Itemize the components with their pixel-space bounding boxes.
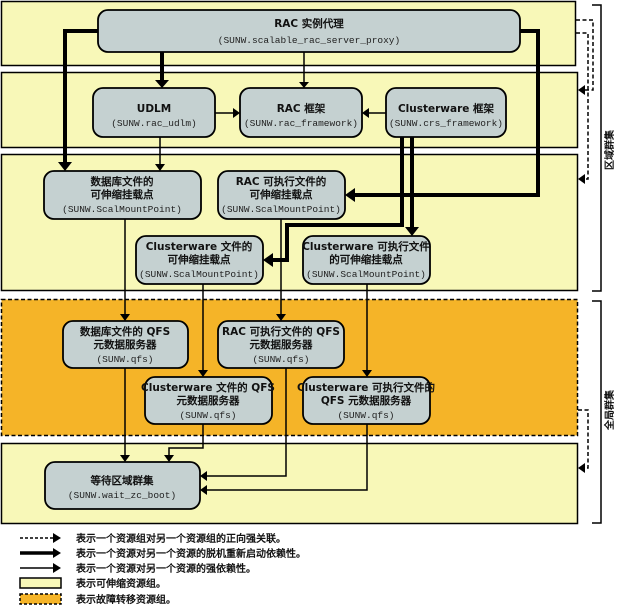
node-cw-exe-qfs-metadata-server: Clusterware 可执行文件的 QFS 元数据服务器 (SUNW.qfs) — [297, 376, 435, 425]
global-cluster-bracket — [592, 300, 602, 524]
node-type: (SUNW.rac_udlm) — [111, 118, 197, 129]
node-type: (SUNW.scalable_rac_server_proxy) — [218, 35, 400, 46]
arrowhead — [345, 188, 355, 202]
node-title-line2: 可伸缩挂载点 — [91, 188, 154, 201]
node-type: (SUNW.ScalMountPoint) — [221, 204, 341, 215]
arrowhead — [276, 314, 286, 321]
thick-arrow-crs-to-cw-smp — [273, 137, 404, 262]
arrowhead — [299, 82, 309, 88]
node-type: (SUNW.qfs) — [179, 410, 236, 421]
arrowhead — [53, 533, 61, 543]
node-type: (SUNW.qfs) — [252, 354, 309, 365]
arrowhead — [362, 108, 369, 118]
arrowhead — [233, 108, 240, 118]
zone-cluster-label: 区域群集 — [603, 129, 616, 170]
arrowhead — [200, 485, 207, 495]
node-wait-zone-cluster: 等待区域群集 (SUNW.wait_zc_boot) — [44, 461, 201, 510]
legend-item-failover-group: 表示故障转移资源组。 — [19, 593, 176, 606]
dashed-arrow-proxy-to-framework-group — [576, 19, 594, 91]
arrowhead — [53, 548, 61, 558]
legend-item-thick-arrow: 表示一个资源对另一个资源的脱机重新启动依赖性。 — [20, 547, 306, 560]
arrowhead — [58, 162, 72, 171]
legend-text: 表示故障转移资源组。 — [75, 593, 176, 606]
node-title-line1: 数据库文件的 — [90, 175, 154, 188]
node-title-line1: Clusterware 可执行文件的 — [297, 381, 435, 394]
node-title-line1: RAC 可执行文件的 — [236, 175, 327, 188]
node-title-line2: 元数据服务器 — [177, 394, 240, 407]
thin-arrow-rac-qfs-to-wait-zc — [206, 368, 287, 477]
legend-item-scalable-group: 表示可伸缩资源组。 — [19, 577, 166, 590]
node-type: (SUNW.qfs) — [337, 410, 394, 421]
node-rac-exe-scalable-mount-point: RAC 可执行文件的 可伸缩挂载点 (SUNW.ScalMountPoint) — [217, 170, 346, 220]
thin-arrow-cw-qfs-to-wait-zc — [168, 424, 204, 456]
node-type: (SUNW.qfs) — [96, 354, 153, 365]
legend-item-thin-arrow: 表示一个资源对另一个资源的强依赖性。 — [20, 562, 256, 575]
legend-item-dashed-arrow: 表示一个资源组对另一个资源组的正向强关联。 — [20, 532, 286, 545]
dashed-arrow-qfs-to-wait-zc-group — [578, 409, 589, 469]
node-type: (SUNW.crs_framework) — [389, 118, 503, 129]
legend-text: 表示可伸缩资源组。 — [75, 577, 166, 590]
legend-text: 表示一个资源对另一个资源的脱机重新启动依赖性。 — [75, 547, 306, 560]
node-type: (SUNW.ScalMountPoint) — [62, 204, 182, 215]
node-rac-exe-qfs-metadata-server: RAC 可执行文件的 QFS 元数据服务器 (SUNW.qfs) — [217, 320, 345, 369]
arrowhead — [155, 80, 169, 88]
arrowhead — [578, 174, 585, 184]
arrowhead — [164, 455, 174, 462]
zone-cluster-bracket — [592, 4, 602, 292]
legend: 表示一个资源组对另一个资源组的正向强关联。 表示一个资源对另一个资源的脱机重新启… — [19, 532, 306, 606]
node-rac-framework: RAC 框架 (SUNW.rac_framework) — [239, 87, 363, 138]
arrowhead — [155, 164, 165, 171]
node-title-line1: RAC 可执行文件的 QFS — [222, 325, 340, 338]
node-title-line2: QFS 元数据服务器 — [321, 394, 412, 407]
node-cw-exe-scalable-mount-point: Clusterware 可执行文件 的可伸缩挂载点 (SUNW.ScalMoun… — [302, 235, 431, 285]
node-db-scalable-mount-point: 数据库文件的 可伸缩挂载点 (SUNW.ScalMountPoint) — [43, 170, 202, 220]
node-title-line1: Clusterware 可执行文件 — [302, 240, 430, 253]
node-type: (SUNW.ScalMountPoint) — [139, 269, 259, 280]
arrowhead — [120, 314, 130, 321]
legend-text: 表示一个资源组对另一个资源组的正向强关联。 — [75, 532, 286, 545]
node-rac-instance-proxy: RAC 实例代理 (SUNW.scalable_rac_server_proxy… — [97, 9, 521, 53]
node-title-line1: Clusterware 文件的 QFS — [141, 381, 275, 394]
node-title-line2: 可伸缩挂载点 — [168, 253, 231, 266]
node-type: (SUNW.rac_framework) — [244, 118, 358, 129]
arrowhead — [405, 227, 419, 236]
node-title-line2: 可伸缩挂载点 — [250, 188, 313, 201]
arrowhead — [578, 85, 585, 95]
node-title: RAC 实例代理 — [274, 17, 344, 30]
node-title: RAC 框架 — [277, 102, 326, 115]
node-db-qfs-metadata-server: 数据库文件的 QFS 元数据服务器 (SUNW.qfs) — [62, 320, 189, 369]
node-title-line2: 的可伸缩挂载点 — [329, 253, 403, 266]
node-type: (SUNW.ScalMountPoint) — [306, 269, 426, 280]
arrowhead — [53, 563, 61, 573]
node-title-line1: Clusterware 文件的 — [146, 240, 253, 253]
dashed-arrow-proxy-to-smp-group — [576, 32, 589, 180]
thick-arrow-proxy-to-rac-smp — [354, 29, 540, 197]
node-type: (SUNW.wait_zc_boot) — [68, 490, 176, 501]
arrowhead — [200, 471, 207, 481]
arrowhead — [362, 370, 372, 377]
node-title: Clusterware 框架 — [398, 102, 495, 115]
arrowhead — [263, 253, 273, 267]
thin-arrow-cw-exe-qfs-to-wait-zc — [206, 424, 368, 491]
arrowhead — [198, 370, 208, 377]
arrowhead — [120, 455, 130, 462]
scalable-group-swatch — [19, 577, 62, 589]
node-title-line2: 元数据服务器 — [250, 338, 313, 351]
node-title: UDLM — [137, 103, 171, 115]
node-title-line2: 元数据服务器 — [94, 338, 157, 351]
node-title-line1: 数据库文件的 QFS — [79, 325, 170, 338]
node-cw-scalable-mount-point: Clusterware 文件的 可伸缩挂载点 (SUNW.ScalMountPo… — [135, 235, 264, 285]
failover-group-swatch — [19, 593, 62, 605]
legend-text: 表示一个资源对另一个资源的强依赖性。 — [75, 562, 256, 575]
node-udlm: UDLM (SUNW.rac_udlm) — [92, 87, 216, 138]
global-cluster-label: 全局群集 — [603, 389, 616, 431]
thick-arrow-proxy-to-db-smp — [63, 29, 98, 162]
arrowhead — [578, 463, 585, 473]
node-clusterware-framework: Clusterware 框架 (SUNW.crs_framework) — [385, 87, 507, 138]
node-title: 等待区域群集 — [90, 474, 154, 487]
node-cw-qfs-metadata-server: Clusterware 文件的 QFS 元数据服务器 (SUNW.qfs) — [141, 376, 275, 425]
